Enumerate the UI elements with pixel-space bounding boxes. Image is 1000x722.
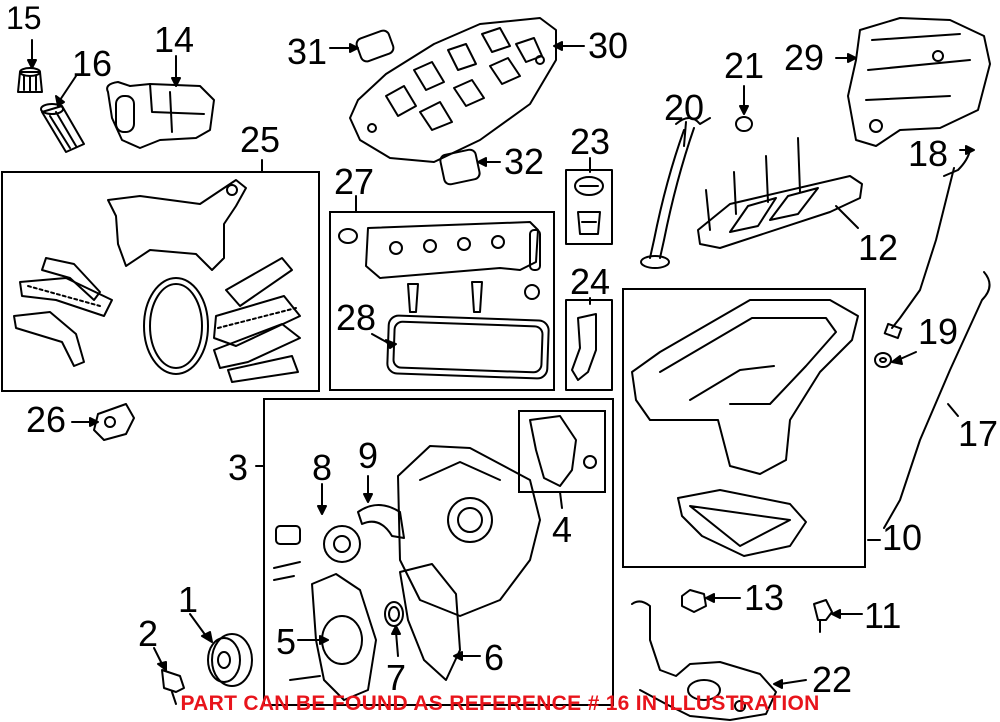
part-1-crank-pulley xyxy=(207,633,253,687)
part-3-timing-cover xyxy=(397,445,541,617)
callout-24: 24 xyxy=(570,261,611,302)
part-12-windage-tray xyxy=(697,137,863,249)
callout-6: 6 xyxy=(484,637,505,678)
part-6-gasket xyxy=(399,563,461,681)
part-10-oil-pan xyxy=(631,299,859,557)
part-24-filler-tube xyxy=(565,299,613,391)
part-29-upper-manifold xyxy=(847,17,991,147)
callout-17: 17 xyxy=(958,413,999,454)
group-box-3 xyxy=(263,398,614,706)
part-9-seal-strip xyxy=(357,504,405,539)
callout-31: 31 xyxy=(287,31,328,72)
part-2-crank-bolt xyxy=(161,669,185,705)
part-5-water-pump xyxy=(289,573,377,701)
callout-30: 30 xyxy=(588,25,629,66)
callout-13: 13 xyxy=(744,577,785,618)
part-11-bolt xyxy=(813,599,833,633)
callout-32: 32 xyxy=(504,141,545,182)
callout-16: 16 xyxy=(72,43,113,84)
callout-22: 22 xyxy=(812,659,853,700)
callout-5: 5 xyxy=(276,621,297,662)
callout-20: 20 xyxy=(664,87,705,128)
callout-28: 28 xyxy=(336,297,377,338)
part-15-filter-cap xyxy=(17,67,43,93)
part-32-gasket xyxy=(439,148,481,186)
part-8-water-pump-pulley xyxy=(273,525,361,581)
part-31-gasket xyxy=(355,29,395,63)
callout-14: 14 xyxy=(154,19,195,60)
part-22-oil-pump xyxy=(631,600,777,721)
callout-26: 26 xyxy=(26,399,67,440)
leader-lines xyxy=(27,39,975,689)
callout-10: 10 xyxy=(882,517,923,558)
callout-8: 8 xyxy=(312,447,333,488)
group-box-25 xyxy=(1,171,320,392)
callout-3: 3 xyxy=(228,447,249,488)
part-27-valve-cover xyxy=(338,221,541,313)
callout-25: 25 xyxy=(240,119,281,160)
callout-2: 2 xyxy=(138,613,159,654)
callout-7: 7 xyxy=(386,657,407,698)
part-17-dipstick-lower xyxy=(883,271,991,529)
callout-9: 9 xyxy=(358,435,379,476)
callout-29: 29 xyxy=(784,37,825,78)
callout-27: 27 xyxy=(334,161,375,202)
part-21-o-ring xyxy=(735,116,753,132)
reference-note: PART CAN BE FOUND AS REFERENCE # 16 IN I… xyxy=(180,692,820,715)
callout-12: 12 xyxy=(858,227,899,268)
part-28-valve-cover-gasket xyxy=(386,314,550,380)
callout-11: 11 xyxy=(864,595,902,636)
part-20-dipstick-tube xyxy=(640,117,711,269)
callout-18: 18 xyxy=(908,133,949,174)
part-23-filler-cap xyxy=(565,169,613,245)
part-26-tensioner xyxy=(93,403,135,441)
callout-1: 1 xyxy=(178,579,199,620)
part-19-washer xyxy=(874,352,892,368)
callout-4: 4 xyxy=(552,509,573,550)
group-box-27 xyxy=(329,211,555,391)
part-14-filter-housing xyxy=(106,81,215,149)
part-30-intake-manifold xyxy=(349,17,557,163)
group-box-4 xyxy=(518,410,606,493)
callout-15: 15 xyxy=(6,0,42,36)
callout-23: 23 xyxy=(570,121,611,162)
part-13-drain-plug xyxy=(681,589,707,613)
part-4-cover-gasket xyxy=(529,415,597,487)
part-7-seal xyxy=(384,601,404,627)
callout-21: 21 xyxy=(724,45,765,86)
part-25-timing-chain-kit xyxy=(13,179,301,383)
part-16-filter-element xyxy=(40,103,85,153)
callout-19: 19 xyxy=(918,311,959,352)
group-box-10 xyxy=(622,288,866,568)
